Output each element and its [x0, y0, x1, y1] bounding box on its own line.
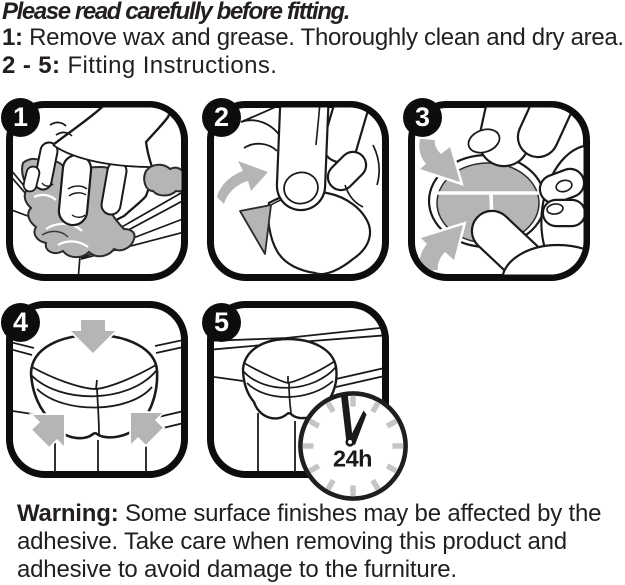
svg-text:24h: 24h	[333, 446, 372, 472]
